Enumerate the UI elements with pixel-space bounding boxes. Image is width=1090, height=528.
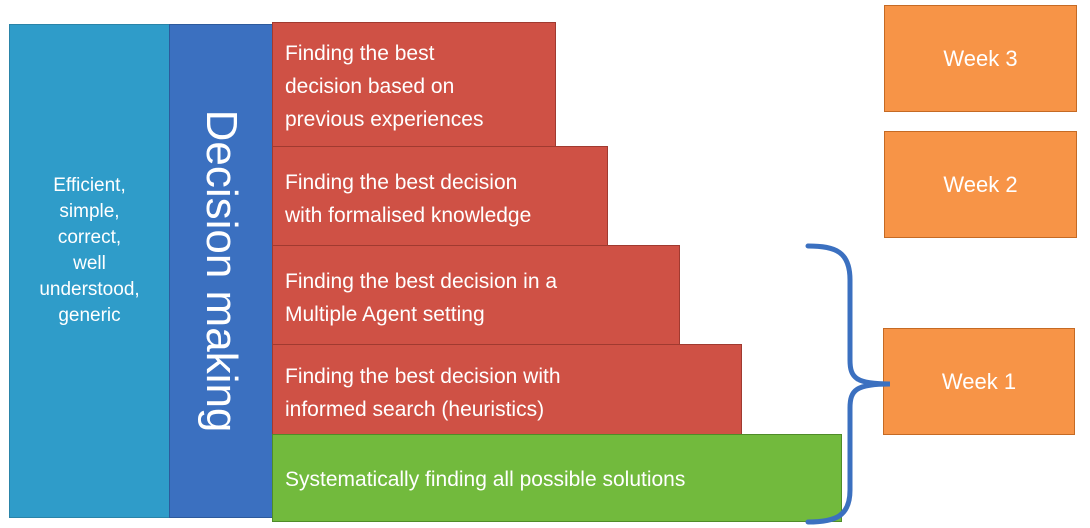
week-1-label: Week 1 (941, 368, 1017, 394)
step-systematic-search: Systematically finding all possible solu… (272, 434, 842, 522)
step-line: Finding the best decision (285, 171, 518, 194)
quality-line: Efficient, (53, 175, 126, 196)
quality-line: well (73, 253, 106, 274)
decision-making-column: Decision making (169, 24, 273, 518)
step-line: Finding the best decision in a (285, 270, 558, 293)
qualities-column: Efficient, simple, correct, well underst… (9, 24, 170, 518)
step-formalised-knowledge: Finding the best decision with formalise… (272, 146, 608, 246)
step-line: previous experiences (285, 108, 484, 131)
brace-path (805, 243, 891, 525)
week-3-label: Week 3 (943, 45, 1018, 71)
quality-line: simple, (59, 201, 120, 222)
step-line: Systematically finding all possible solu… (285, 468, 686, 491)
curly-brace-icon (805, 243, 891, 525)
week-2-box: Week 2 (884, 131, 1077, 238)
step-line: informed search (heuristics) (285, 398, 545, 421)
step-line: Finding the best (285, 42, 435, 65)
step-line: Finding the best decision with (285, 365, 561, 388)
week-2-label: Week 2 (943, 171, 1018, 197)
step-line: with formalised knowledge (285, 204, 532, 227)
step-line: Multiple Agent setting (285, 303, 485, 326)
step-line: decision based on (285, 75, 455, 98)
quality-line: understood, (39, 279, 140, 300)
step-informed-search: Finding the best decision with informed … (272, 344, 742, 435)
decision-making-label: Decision making (197, 109, 246, 433)
quality-line: correct, (57, 227, 122, 248)
qualities-text: Efficient, simple, correct, well underst… (39, 173, 139, 329)
quality-line: generic (58, 305, 121, 326)
step-previous-experiences: Finding the best decision based on previ… (272, 22, 556, 147)
week-1-box: Week 1 (883, 328, 1075, 435)
week-3-box: Week 3 (884, 5, 1077, 112)
step-multiple-agent: Finding the best decision in a Multiple … (272, 245, 680, 345)
